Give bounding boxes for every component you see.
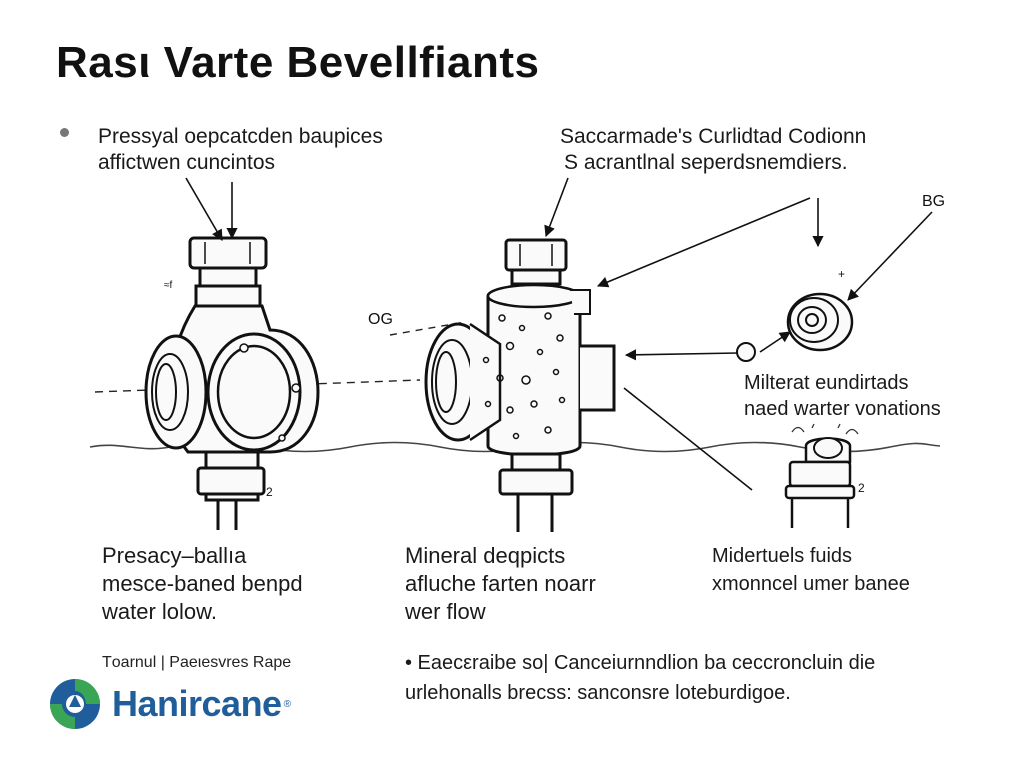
- brand-logo: Hanircane ®: [48, 676, 291, 732]
- callout-top-right: Saccarmade's Curlidtad Codionn S acrantl…: [560, 124, 866, 176]
- leader-arrow: [759, 331, 791, 353]
- valve-left-nut: [188, 236, 268, 270]
- valve-left-base-nut: [196, 466, 266, 496]
- footer-bullet-note: • Eaecεraibe so| Canceiurnndlion ba cecc…: [405, 648, 875, 708]
- callout-top-left: Pressyal oepcatcden baupices affictwen c…: [98, 124, 383, 176]
- callout-line: mesce-baned benpd: [102, 571, 303, 596]
- valve-right: [784, 437, 856, 528]
- callout-bottom-center: Mineral deqpicts afluche farten noarr we…: [405, 542, 596, 626]
- footer-left-note: Tοarnul | Paeιesvres Rape: [102, 654, 292, 671]
- callout-line: afluche farten noarr: [405, 571, 596, 596]
- page-title: Rasι Varte Bevellfiants: [56, 38, 540, 87]
- valve-center-base-nut: [498, 468, 574, 496]
- label-v1-bottom-tag: 2: [266, 485, 273, 499]
- footer-line: urlehonalls brecss: sanconsre loteburdig…: [405, 682, 791, 704]
- callout-line: Mineral deqpicts: [405, 543, 566, 568]
- water-droplets: [791, 423, 859, 435]
- callout-bottom-right: Midertuels fuids xmonncel umer banee: [712, 542, 910, 598]
- mineral-ball: [736, 342, 756, 362]
- valve-center-nut: [504, 238, 568, 272]
- bullet-dot: [60, 128, 69, 137]
- leader-arrow: [596, 197, 811, 288]
- logo-text: Hanircane: [112, 683, 282, 724]
- logo-mark-icon: [50, 679, 100, 729]
- callout-line: Presacy–ballıa: [102, 543, 247, 568]
- label-og: OG: [368, 311, 393, 328]
- callout-mid-right: Milterat eundirtads naed warter vonation…: [744, 370, 941, 422]
- callout-line: Midertuels fuids: [712, 545, 853, 567]
- footer-line: • Eaecεraibe so| Canceiurnndlion ba cecc…: [405, 652, 876, 674]
- callout-line: Milterat eundirtads: [744, 372, 909, 394]
- callout-line: water lolow.: [102, 599, 217, 624]
- callout-line: affictwen cuncintos: [98, 151, 276, 174]
- ring-component: [786, 292, 854, 352]
- callout-line: S acrantlnal seperdsnemdiers.: [564, 151, 848, 174]
- valve-center: [424, 238, 616, 532]
- valve-center-stub: [580, 344, 616, 412]
- mineral-deposits: [482, 312, 566, 440]
- valve-center-body: [486, 285, 582, 457]
- label-v3-bottom-tag: 2: [858, 481, 865, 495]
- leader-arrow: [185, 177, 223, 241]
- valve-left: [144, 236, 320, 530]
- label-bg: BG: [922, 193, 945, 210]
- leader-arrow: [624, 349, 739, 361]
- leader-arrow: [847, 211, 933, 301]
- dashed-line: [94, 379, 421, 393]
- logo-registered-mark: ®: [283, 698, 291, 710]
- callout-bottom-left: Presacy–ballıa mesce-baned benpd water l…: [102, 542, 303, 626]
- callout-line: naed warter vonations: [744, 398, 941, 420]
- callout-line: Pressyal oepcatcden baupices: [98, 125, 383, 148]
- callout-line: wer flow: [405, 599, 486, 624]
- leader-arrow: [544, 177, 569, 238]
- callout-line: xmonncel umer banee: [712, 573, 910, 595]
- leader-line: [623, 387, 753, 491]
- label-plus: +: [838, 267, 845, 281]
- label-v1-left-tag: ≈f: [164, 280, 172, 291]
- callout-line: Saccarmade's Curlidtad Codionn: [560, 125, 867, 148]
